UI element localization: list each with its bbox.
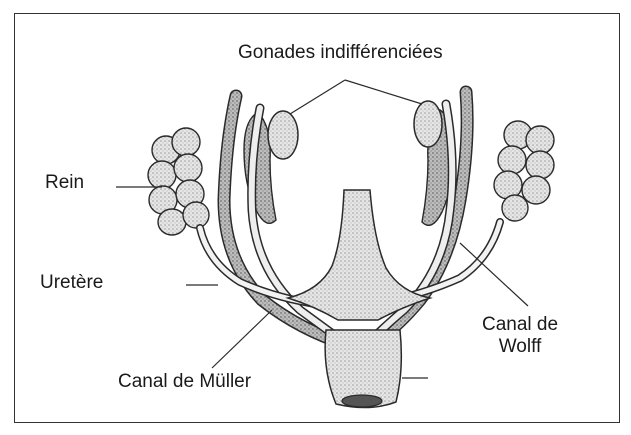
label-uretere: Uretère <box>40 272 103 294</box>
cloaca-opening <box>342 395 382 407</box>
leader-muller <box>212 310 272 368</box>
right-gonad <box>414 101 442 147</box>
label-wolff-line2: Wolff <box>476 336 564 358</box>
leader-gonade-left <box>290 80 345 114</box>
label-gonades: Gonades indifférenciées <box>238 42 443 64</box>
label-wolff-line1: Canal de <box>476 314 564 336</box>
label-canal-wolff: Canal de Wolff <box>476 314 564 358</box>
left-kidney <box>148 128 209 235</box>
leader-gonade-right <box>345 80 422 104</box>
label-canal-muller: Canal de Müller <box>118 371 251 393</box>
urogenital-sinus <box>288 190 430 320</box>
left-gonad <box>268 111 298 159</box>
label-rein: Rein <box>45 172 84 194</box>
right-kidney <box>494 121 554 221</box>
